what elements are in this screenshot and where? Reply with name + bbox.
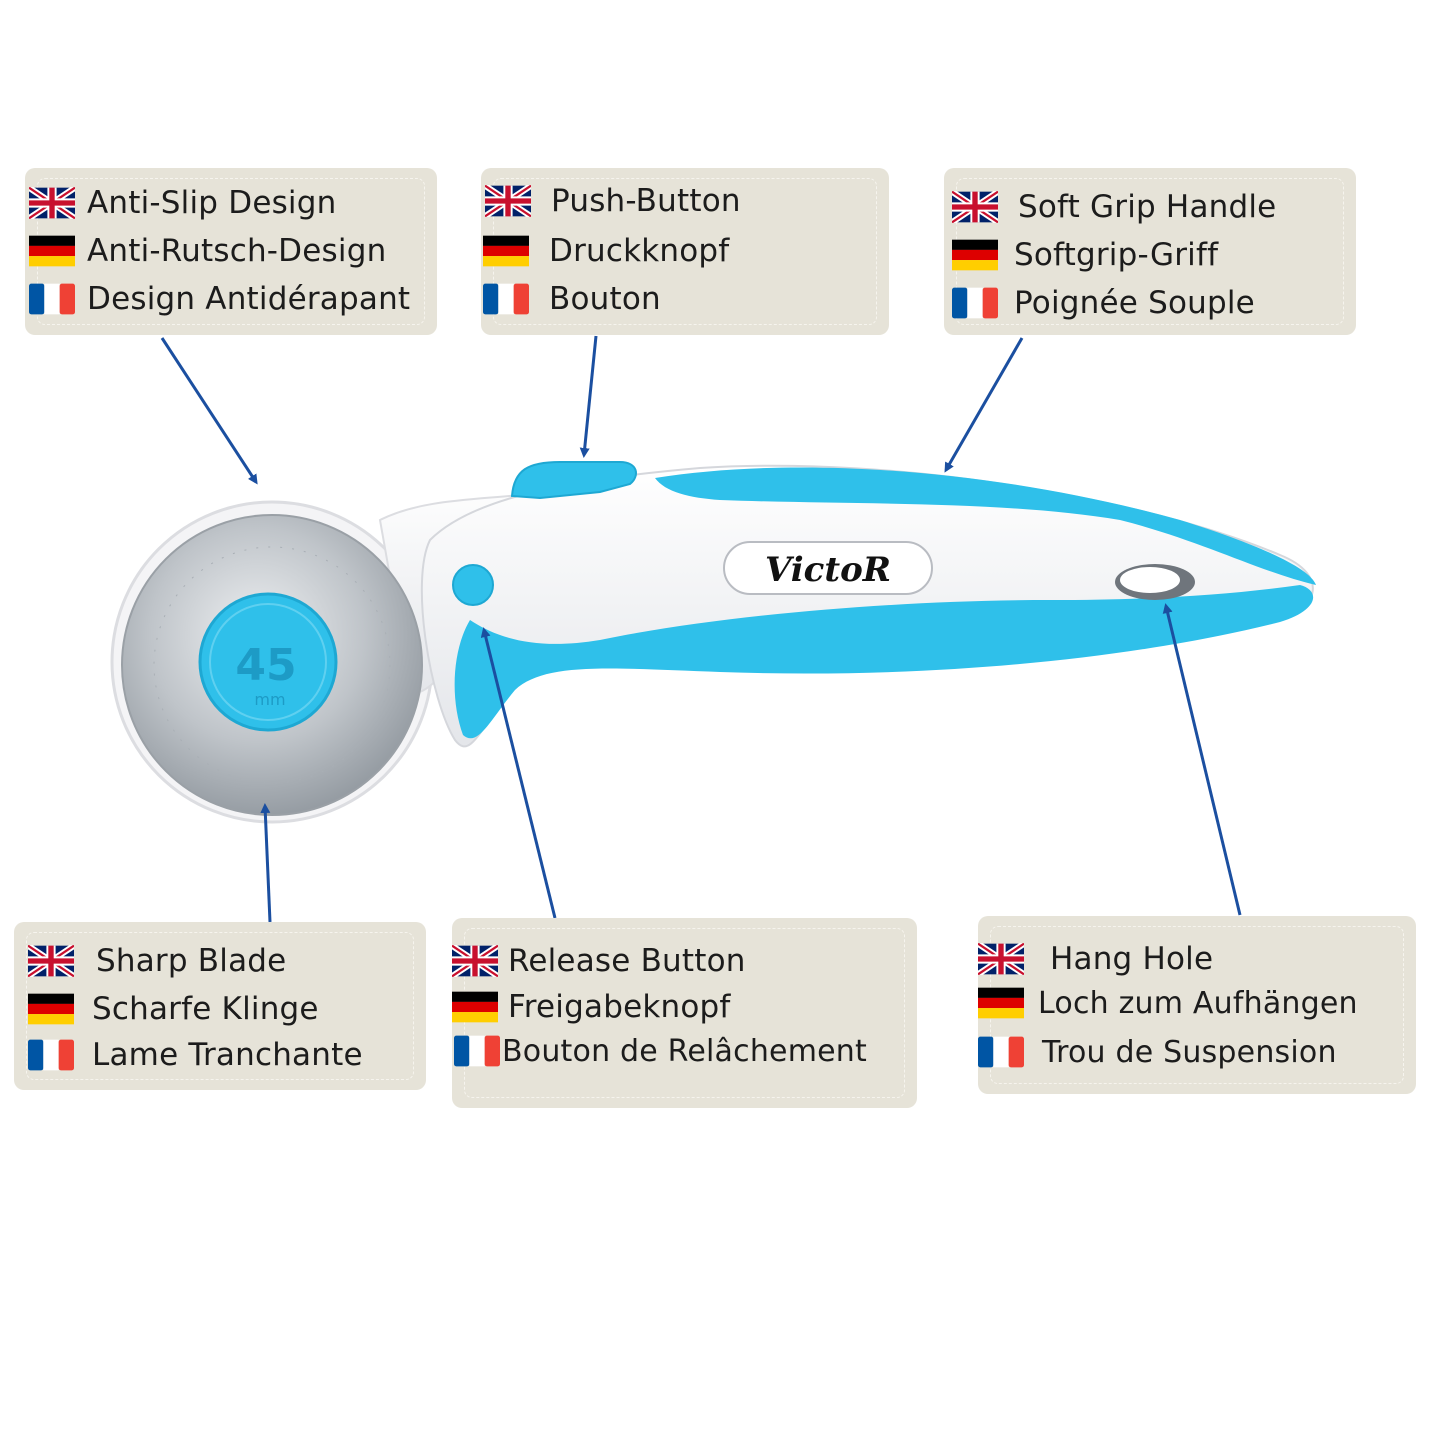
arrow-release-button — [480, 627, 557, 919]
push-button-de: Druckknopf — [549, 233, 730, 269]
france-flag-icon — [483, 283, 529, 315]
release-button-de: Freigabeknopf — [508, 989, 731, 1025]
arrow-push-button — [579, 335, 598, 458]
anti-slip-de: Anti-Rutsch-Design — [87, 233, 387, 269]
france-flag-icon — [978, 1036, 1024, 1068]
france-flag-icon — [29, 283, 75, 315]
soft-grip-bottom — [454, 585, 1314, 739]
callout-push-button: Push-Button Druckknopf Bouton — [481, 168, 889, 335]
uk-flag-icon — [952, 191, 998, 223]
hang-hole-en: Hang Hole — [1050, 941, 1214, 977]
uk-flag-icon — [485, 185, 531, 217]
hang-hole-de: Loch zum Aufhängen — [1038, 985, 1358, 1021]
callout-arrows — [160, 335, 1242, 923]
callout-sharp-blade: Sharp Blade Scharfe Klinge Lame Tranchan… — [14, 922, 426, 1090]
germany-flag-icon — [28, 993, 74, 1025]
germany-flag-icon — [952, 239, 998, 271]
callout-hang-hole: Hang Hole Loch zum Aufhängen Trou de Sus… — [978, 916, 1416, 1094]
arrow-anti-slip — [160, 337, 258, 485]
push-button — [510, 461, 637, 500]
soft-grip-top — [655, 467, 1316, 585]
release-button-fr: Bouton de Relâchement — [502, 1033, 867, 1069]
push-button-en: Push-Button — [551, 183, 741, 219]
germany-flag-icon — [483, 235, 529, 267]
anti-slip-en: Anti-Slip Design — [87, 185, 337, 221]
soft-grip-de: Softgrip-Griff — [1014, 237, 1219, 273]
callout-soft-grip: Soft Grip Handle Softgrip-Griff Poignée … — [944, 168, 1356, 335]
push-button-fr: Bouton — [549, 281, 661, 317]
soft-grip-en: Soft Grip Handle — [1018, 189, 1277, 225]
uk-flag-icon — [29, 187, 75, 219]
release-button — [452, 564, 494, 606]
arrow-soft-grip — [944, 337, 1024, 473]
arrow-sharp-blade — [260, 803, 272, 923]
soft-grip-fr: Poignée Souple — [1014, 285, 1255, 321]
release-button-en: Release Button — [508, 943, 746, 979]
france-flag-icon — [28, 1039, 74, 1071]
uk-flag-icon — [978, 943, 1024, 975]
sharp-blade-de: Scharfe Klinge — [92, 991, 319, 1027]
brand-badge: VictoR — [723, 541, 933, 595]
blade-knob: 45 mm — [198, 592, 338, 732]
germany-flag-icon — [978, 987, 1024, 1019]
brand-logo-text: VictoR — [765, 550, 891, 590]
france-flag-icon — [454, 1035, 500, 1067]
anti-slip-fr: Design Antidérapant — [87, 281, 411, 317]
uk-flag-icon — [28, 945, 74, 977]
hang-hole-fr: Trou de Suspension — [1042, 1034, 1337, 1070]
germany-flag-icon — [452, 991, 498, 1023]
uk-flag-icon — [452, 945, 498, 977]
sharp-blade-en: Sharp Blade — [96, 943, 287, 979]
blade-unit-text: mm — [254, 690, 285, 709]
germany-flag-icon — [29, 235, 75, 267]
arrow-hang-hole — [1162, 603, 1242, 916]
blade-size-text: 45 — [235, 640, 296, 691]
callout-release-button: Release Button Freigabeknopf Bouton de R… — [452, 918, 917, 1108]
callout-anti-slip: Anti-Slip Design Anti-Rutsch-Design Desi… — [25, 168, 437, 335]
france-flag-icon — [952, 287, 998, 319]
hang-hole — [1115, 564, 1195, 600]
sharp-blade-fr: Lame Tranchante — [92, 1037, 363, 1073]
